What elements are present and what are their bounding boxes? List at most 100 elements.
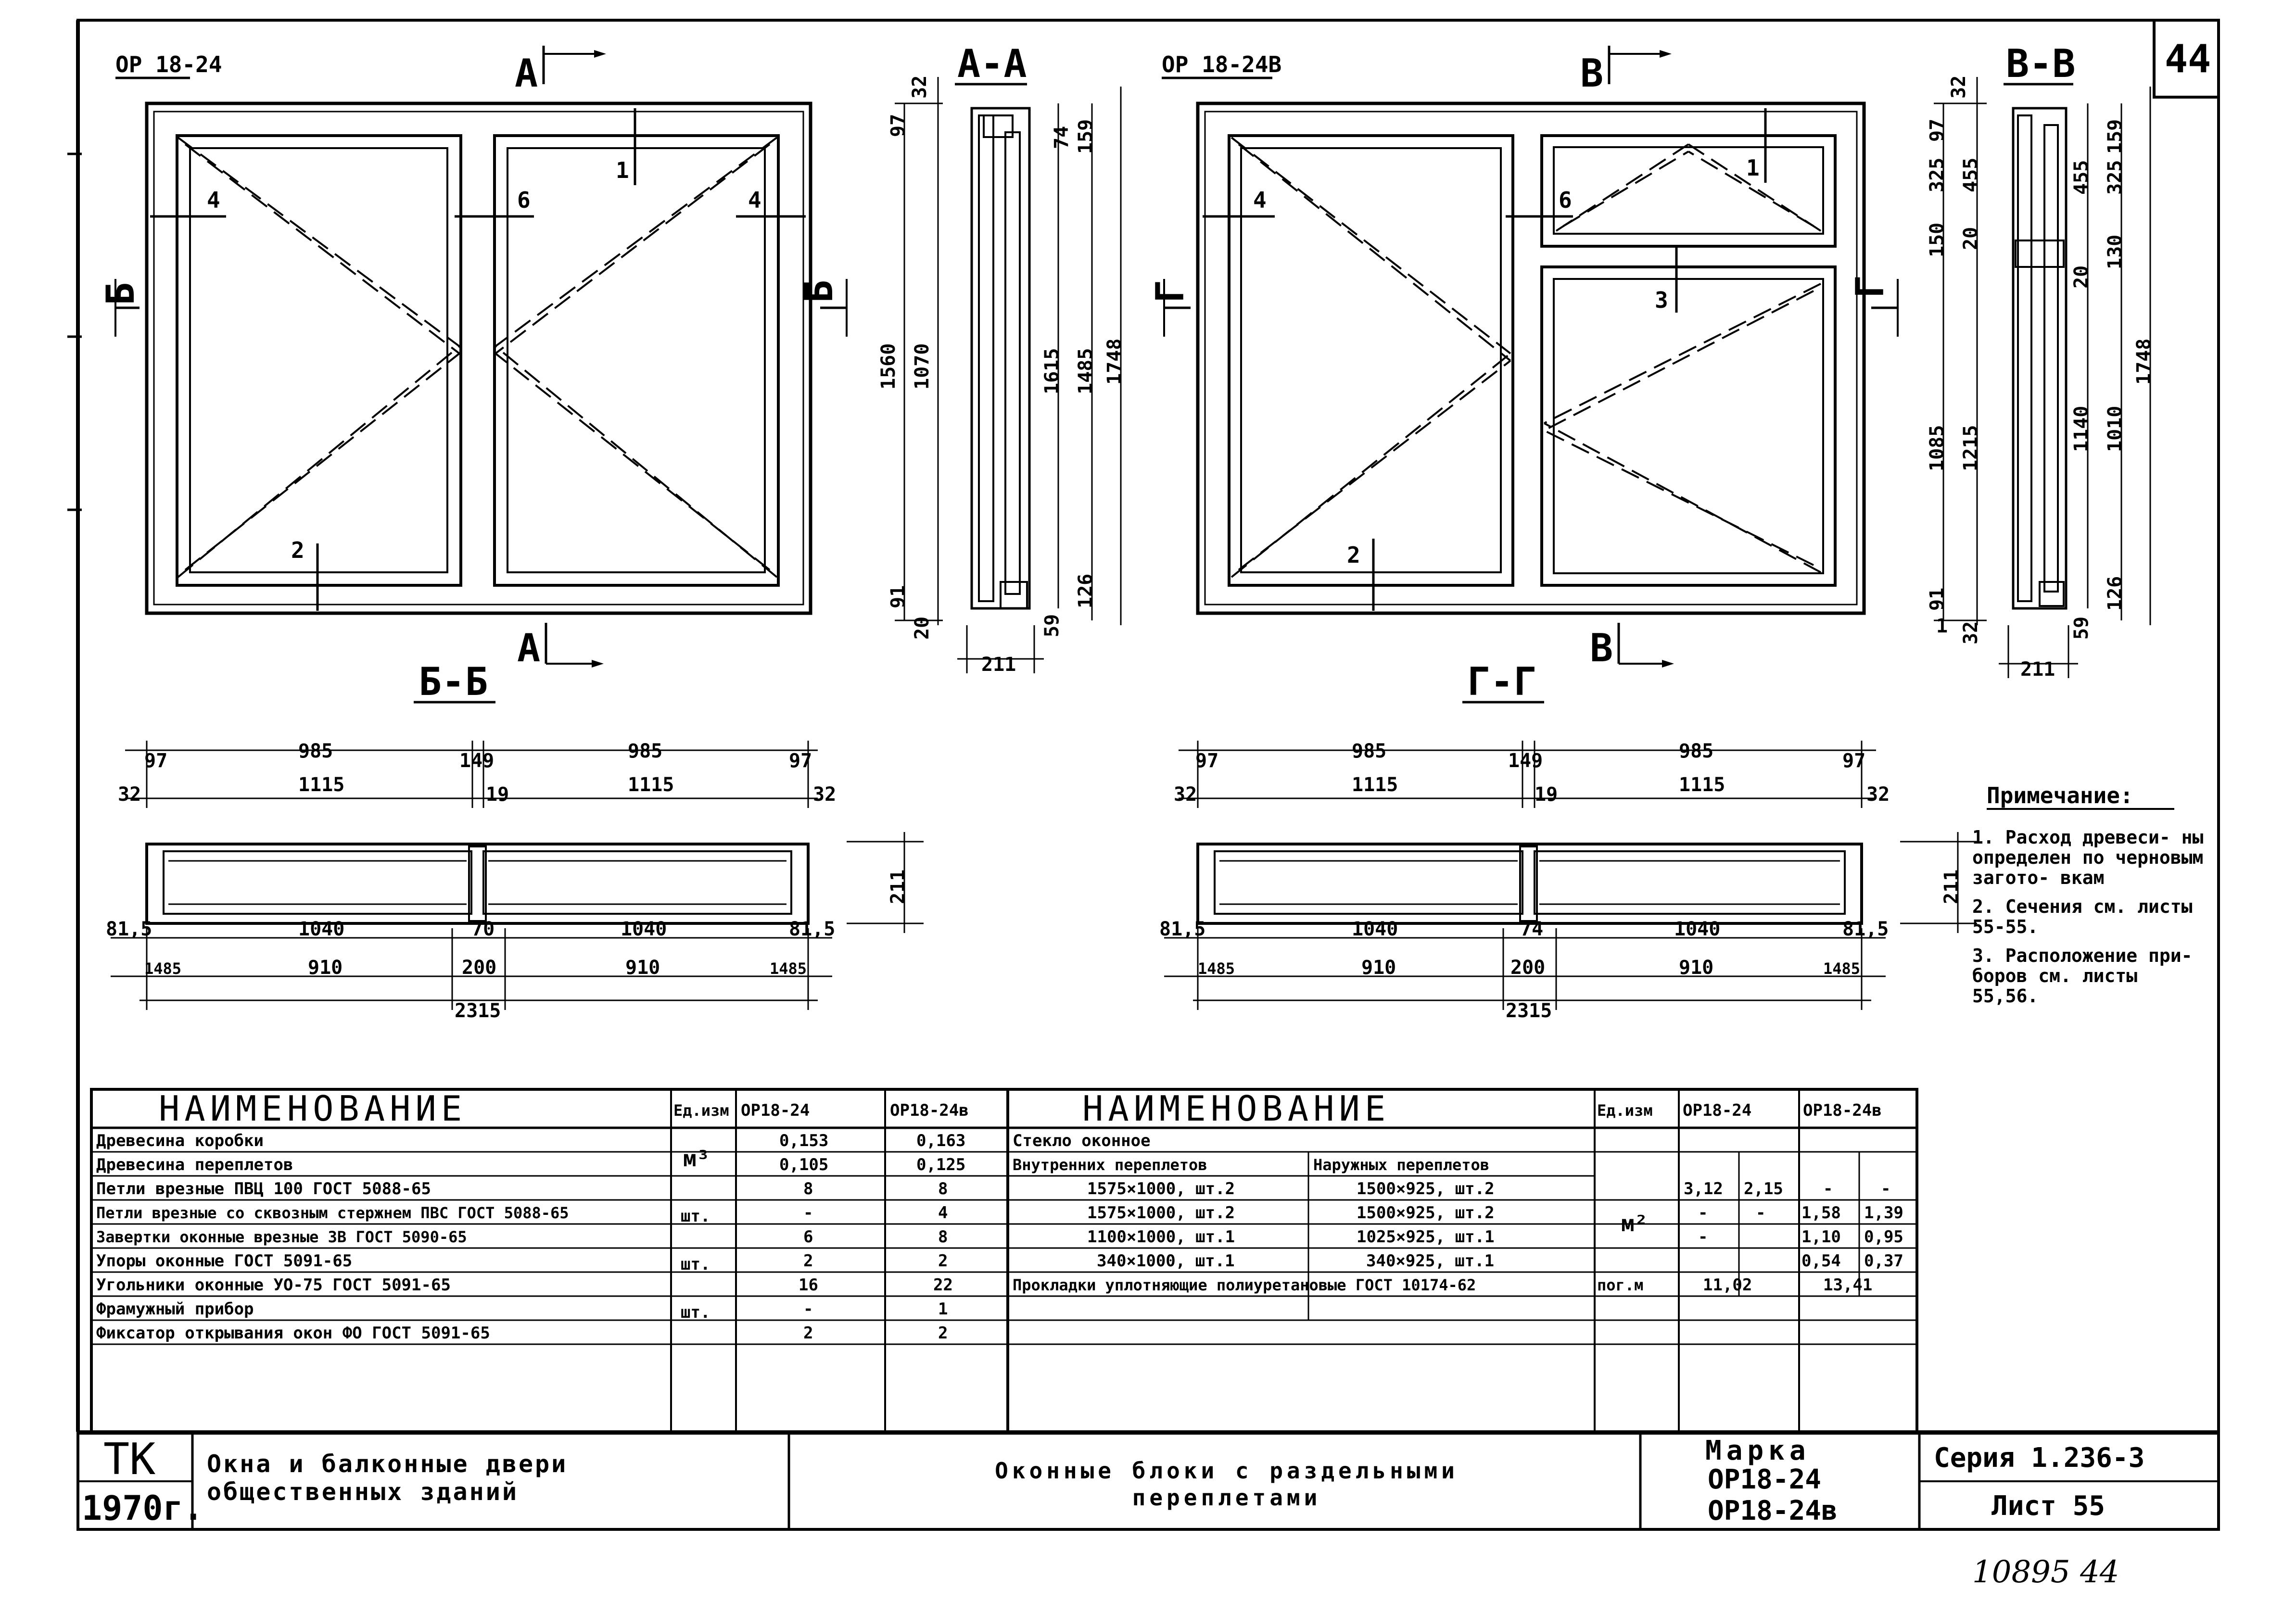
tr-r2-b2: 0,95 — [1864, 1227, 1903, 1247]
tr-r3-b1: 0,54 — [1801, 1251, 1841, 1271]
tl-r7-name: Фрамужный прибор — [96, 1299, 254, 1319]
gg-mid-19: 19 — [1535, 783, 1558, 806]
notes: Примечание: 1. Расход древеси- ны опреде… — [1972, 782, 2204, 1006]
gg-total-2315: 2315 — [1506, 1000, 1552, 1022]
tb-year: 1970г. — [82, 1488, 203, 1528]
section-aa: А-А 32 97 1560 1070 1615 1485 1748 91 20 — [877, 41, 1126, 676]
bb-total-2315: 2315 — [455, 1000, 501, 1022]
section-bb: Б-Б 97 985 149 — [106, 659, 924, 1022]
dim-vv-1010: 1010 — [2104, 406, 2126, 452]
note-item-2: 2. Сечения см. листы 55-55. — [1972, 896, 2193, 937]
tl-r6-name: Угольники оконные УО-75 ГОСТ 5091-65 — [96, 1275, 451, 1295]
section-mark-b-left: Б — [98, 282, 143, 305]
section-mark-v-top: В — [1580, 51, 1603, 96]
tl-r2-unit: шт. — [681, 1207, 710, 1226]
tb-sheet: Лист 55 — [1992, 1490, 2105, 1522]
title-block: ТК 1970г. Окна и балконные двери обществ… — [76, 1432, 2220, 1531]
sash-right-1 — [1228, 134, 1514, 587]
bb-mid-1115a: 1115 — [298, 774, 344, 796]
gg-side-211: 211 — [1941, 870, 1963, 904]
dim-vv-91: 91 — [1926, 588, 1948, 611]
bb-top-985a: 985 — [298, 740, 333, 762]
section-mark-b-right: Б — [797, 280, 841, 303]
front-view-or18-24: ОР 18-24 А 1 2 4 6 — [98, 46, 848, 670]
bb-top-149: 149 — [459, 750, 494, 772]
mark-or18-24: ОР 18-24 — [115, 51, 222, 77]
tl-r1-b: 0,125 — [916, 1155, 965, 1174]
notes-title: Примечание: — [1987, 782, 2133, 808]
callout-r-6: 6 — [1559, 187, 1572, 213]
tl-r8-b: 2 — [938, 1324, 948, 1343]
tl-r2-name: Петли врезные ПВЦ 100 ГОСТ 5088-65 — [96, 1179, 431, 1198]
bb-top-97a: 97 — [144, 750, 167, 772]
tr-r0-b2: - — [1881, 1179, 1890, 1198]
dim-vv-1: 1 — [1936, 615, 1948, 637]
callout-r-3: 3 — [1655, 287, 1668, 313]
gg-base-200: 200 — [1510, 957, 1545, 979]
bb-low-70: 70 — [471, 918, 495, 940]
tl-header-or1824: ОР18-24 — [741, 1101, 810, 1120]
dim-aa-1485: 1485 — [1075, 348, 1097, 394]
section-mark-g-right: Г — [1848, 275, 1892, 298]
bb-low-1040b: 1040 — [621, 918, 667, 940]
tr-r0-outer: 1500×925, шт.2 — [1357, 1179, 1495, 1198]
callout-r-1: 1 — [1746, 155, 1760, 181]
tl-r3-b: 4 — [938, 1203, 948, 1223]
tl-r4-unit: шт. — [681, 1255, 710, 1274]
tr-r1-b1: 1,58 — [1801, 1203, 1841, 1223]
dim-vv-1215: 1215 — [1960, 425, 1982, 471]
dim-aa-97: 97 — [887, 114, 909, 137]
dim-vv-1085: 1085 — [1926, 425, 1948, 471]
sheet-number-box — [2153, 19, 2220, 99]
tr-r2-a1: - — [1698, 1227, 1708, 1247]
dim-aa-159: 159 — [1075, 119, 1097, 154]
gg-mid-32b: 32 — [1866, 783, 1890, 806]
bb-side-211: 211 — [887, 870, 909, 904]
tr-r2-b1: 1,10 — [1801, 1227, 1841, 1247]
tb-org: ТК — [103, 1434, 155, 1485]
transom-sash — [1540, 134, 1837, 248]
gg-base-910a: 910 — [1361, 957, 1396, 979]
bb-base-1485b: 1485 — [770, 959, 807, 978]
dim-aa-211: 211 — [981, 654, 1016, 676]
gg-low-815b: 81,5 — [1842, 918, 1889, 940]
tr-unit-m2: м² — [1621, 1211, 1648, 1236]
bb-mid-32b: 32 — [813, 783, 836, 806]
tr-r0-a2: 2,15 — [1744, 1179, 1783, 1198]
bb-mid-1115b: 1115 — [628, 774, 674, 796]
tr-sub-inner: Внутренних переплетов — [1013, 1156, 1207, 1174]
section-gg: Г-Г 97 985 149 9 — [1159, 659, 1977, 1022]
dim-vv-32b: 32 — [1960, 621, 1982, 644]
gg-base-910b: 910 — [1679, 957, 1713, 979]
callout-r-4: 4 — [1253, 187, 1267, 213]
bb-top-985b: 985 — [628, 740, 662, 762]
dim-vv-1140: 1140 — [2070, 406, 2093, 452]
tr-gasket-a: 11,02 — [1703, 1275, 1752, 1295]
dim-vv-325b: 325 — [2104, 160, 2126, 195]
dim-aa-32: 32 — [909, 76, 931, 99]
gg-low-1040b: 1040 — [1674, 918, 1720, 940]
dim-aa-59: 59 — [1041, 614, 1063, 637]
tr-r2-inner: 1100×1000, шт.1 — [1087, 1227, 1235, 1247]
tr-r1-a2: - — [1756, 1203, 1765, 1223]
tb-brand-1: ОР18-24 — [1708, 1464, 1821, 1495]
tr-gasket-b: 13,41 — [1823, 1275, 1872, 1295]
callout-r-2: 2 — [1347, 542, 1360, 568]
gg-top-97a: 97 — [1195, 750, 1218, 772]
bb-base-200: 200 — [462, 957, 496, 979]
tr-r3-b2: 0,37 — [1864, 1251, 1903, 1271]
tl-r0-unit: м³ — [683, 1146, 710, 1172]
gg-low-74: 74 — [1520, 918, 1543, 940]
section-mark-g-left: Г — [1148, 280, 1192, 303]
tl-r4-a: 6 — [803, 1227, 813, 1247]
callout-4-left: 4 — [207, 187, 220, 213]
note-item-1: 1. Расход древеси- ны определен по черно… — [1972, 827, 2204, 888]
tl-r1-name: Древесина переплетов — [96, 1155, 293, 1174]
tl-r0-name: Древесина коробки — [96, 1131, 264, 1150]
section-mark-a-top: А — [515, 51, 538, 96]
section-bb-title: Б-Б — [419, 659, 488, 704]
gg-mid-32a: 32 — [1174, 783, 1197, 806]
callout-2: 2 — [291, 537, 304, 563]
tb-series: Серия 1.236-3 — [1934, 1442, 2144, 1474]
tl-r0-a: 0,153 — [779, 1131, 828, 1150]
